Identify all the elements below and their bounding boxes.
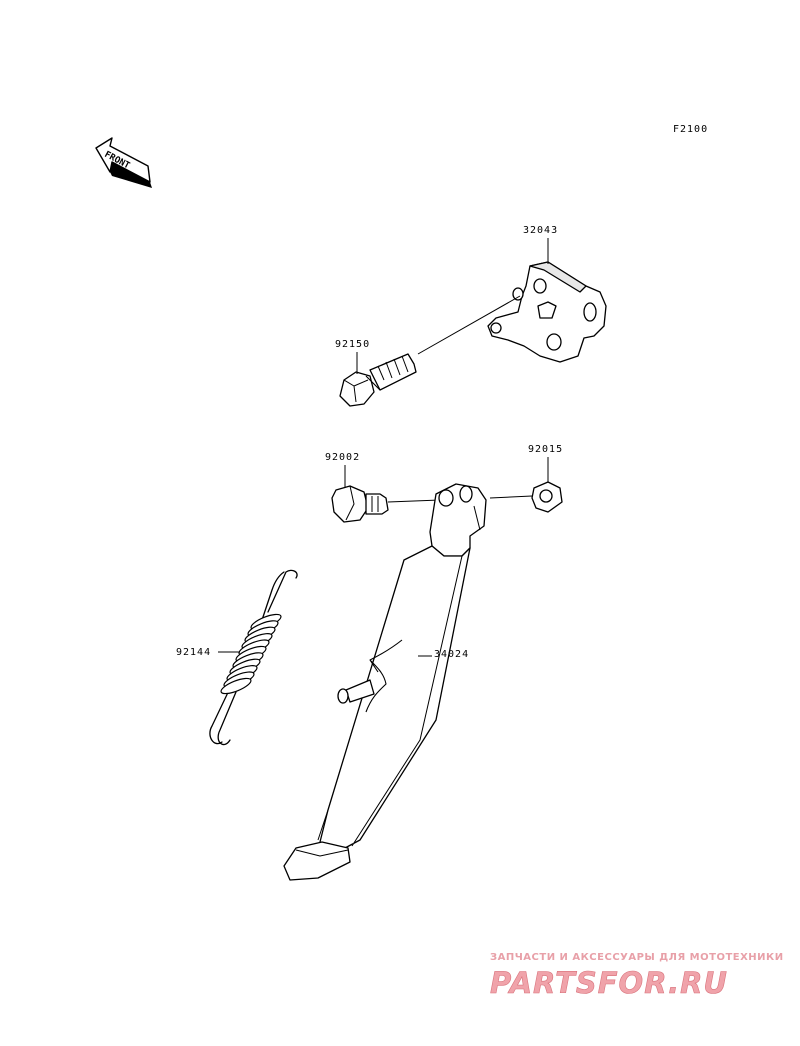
figure-code-label: F2100 [673,124,709,135]
watermark-logo: PARTSFOR.RU [490,966,728,1000]
spring-coil [220,613,282,695]
pivot-bolt-part [331,485,389,523]
nut-part [531,481,563,513]
part-number-side-stand: 34024 [434,649,470,660]
part-number-nut: 92015 [528,444,564,455]
part-number-pivot-bolt: 92002 [325,452,361,463]
side-stand-part [283,483,487,881]
leader-nut [489,495,533,499]
spring-coil-turn [220,677,252,695]
bolt-part [339,353,417,407]
part-number-spring: 92144 [176,647,212,658]
front-arrow-icon: FRONT [95,137,152,188]
spring-part [209,569,298,746]
watermark-caption: ЗАПЧАСТИ И АКСЕССУАРЫ ДЛЯ МОТОТЕХНИКИ [490,952,784,963]
bracket-part [487,261,607,363]
part-number-bolt: 92150 [335,339,371,350]
leader-pivot-bolt [387,499,441,503]
leader-bolt-to-bracket [417,295,521,355]
part-number-bracket: 32043 [523,225,559,236]
